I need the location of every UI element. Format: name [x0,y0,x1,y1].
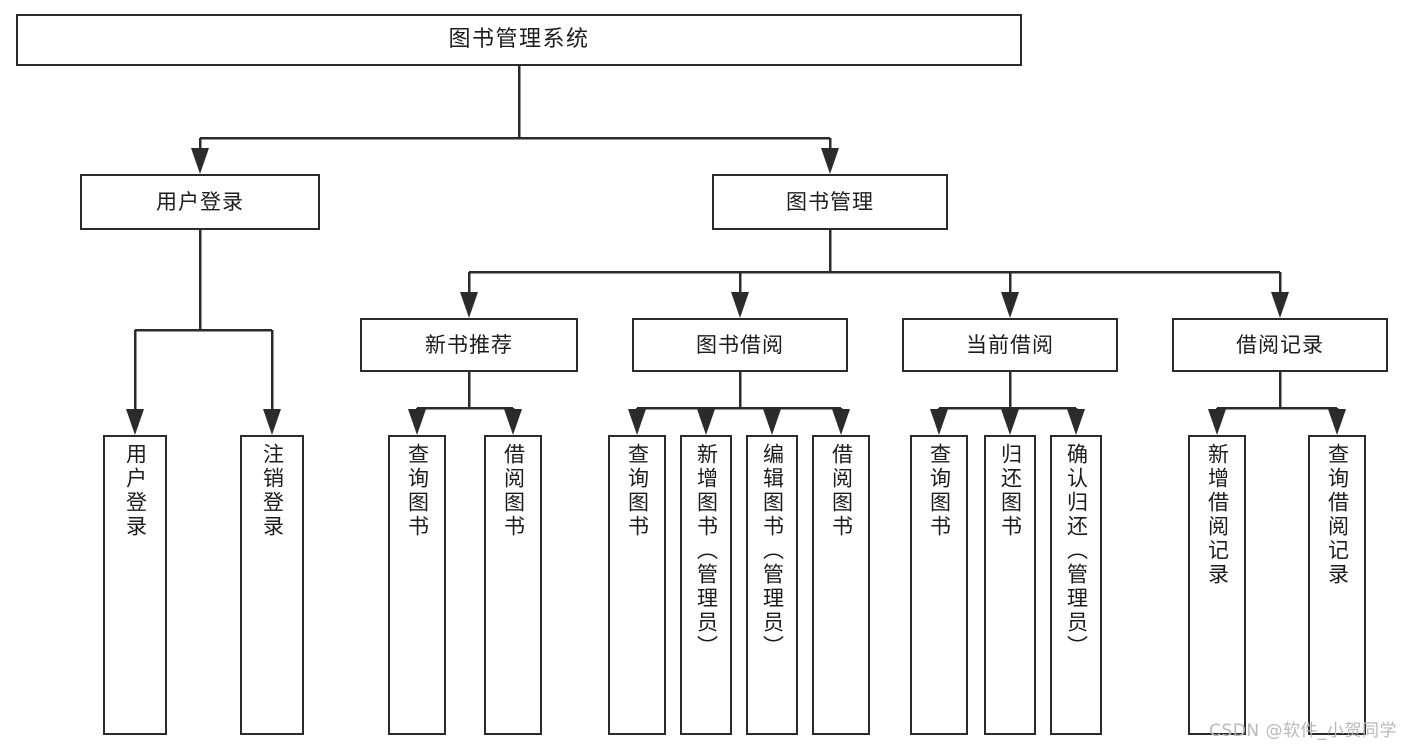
node-leaf-borrow-book-2[interactable]: 借阅图书 [812,435,870,735]
node-book-manage[interactable]: 图书管理 [712,174,948,230]
node-leaf-user-login-label: 用户登录 [123,443,148,539]
node-leaf-confirm-return-label: 确认归还（管理员） [1064,443,1089,659]
node-leaf-logout-label: 注销登录 [260,443,285,539]
node-leaf-query-book-1[interactable]: 查询图书 [388,435,446,735]
node-leaf-borrow-book-1-label: 借阅图书 [501,443,526,539]
node-leaf-edit-book-label: 编辑图书（管理员） [760,443,785,659]
watermark: CSDN @软件_小贺同学 [1209,721,1397,741]
node-new-book-rec-label: 新书推荐 [425,332,513,357]
node-leaf-confirm-return[interactable]: 确认归还（管理员） [1050,435,1102,735]
node-user-login-label: 用户登录 [156,189,244,214]
node-book-borrow[interactable]: 图书借阅 [632,318,848,372]
node-leaf-query-record-label: 查询借阅记录 [1325,443,1350,587]
node-leaf-borrow-book-2-label: 借阅图书 [829,443,854,539]
node-leaf-query-book-2-label: 查询图书 [625,443,650,539]
node-leaf-query-book-3[interactable]: 查询图书 [910,435,968,735]
node-leaf-return-book[interactable]: 归还图书 [984,435,1036,735]
node-borrow-record[interactable]: 借阅记录 [1172,318,1388,372]
node-book-borrow-label: 图书借阅 [696,332,784,357]
node-new-book-rec[interactable]: 新书推荐 [360,318,578,372]
node-leaf-add-book-label: 新增图书（管理员） [694,443,719,659]
node-leaf-logout[interactable]: 注销登录 [240,435,304,735]
node-leaf-edit-book[interactable]: 编辑图书（管理员） [746,435,798,735]
node-leaf-query-book-2[interactable]: 查询图书 [608,435,666,735]
node-user-login[interactable]: 用户登录 [80,174,320,230]
node-leaf-query-book-3-label: 查询图书 [927,443,952,539]
node-book-manage-label: 图书管理 [786,189,874,214]
node-current-borrow-label: 当前借阅 [966,332,1054,357]
node-leaf-add-record-label: 新增借阅记录 [1205,443,1230,587]
node-leaf-add-book[interactable]: 新增图书（管理员） [680,435,732,735]
node-leaf-return-book-label: 归还图书 [998,443,1023,539]
node-root[interactable]: 图书管理系统 [16,14,1022,66]
node-leaf-query-record[interactable]: 查询借阅记录 [1308,435,1366,735]
node-borrow-record-label: 借阅记录 [1236,332,1324,357]
node-leaf-add-record[interactable]: 新增借阅记录 [1188,435,1246,735]
node-root-label: 图书管理系统 [448,27,590,53]
node-leaf-query-book-1-label: 查询图书 [405,443,430,539]
node-leaf-user-login[interactable]: 用户登录 [103,435,167,735]
node-leaf-borrow-book-1[interactable]: 借阅图书 [484,435,542,735]
node-current-borrow[interactable]: 当前借阅 [902,318,1118,372]
